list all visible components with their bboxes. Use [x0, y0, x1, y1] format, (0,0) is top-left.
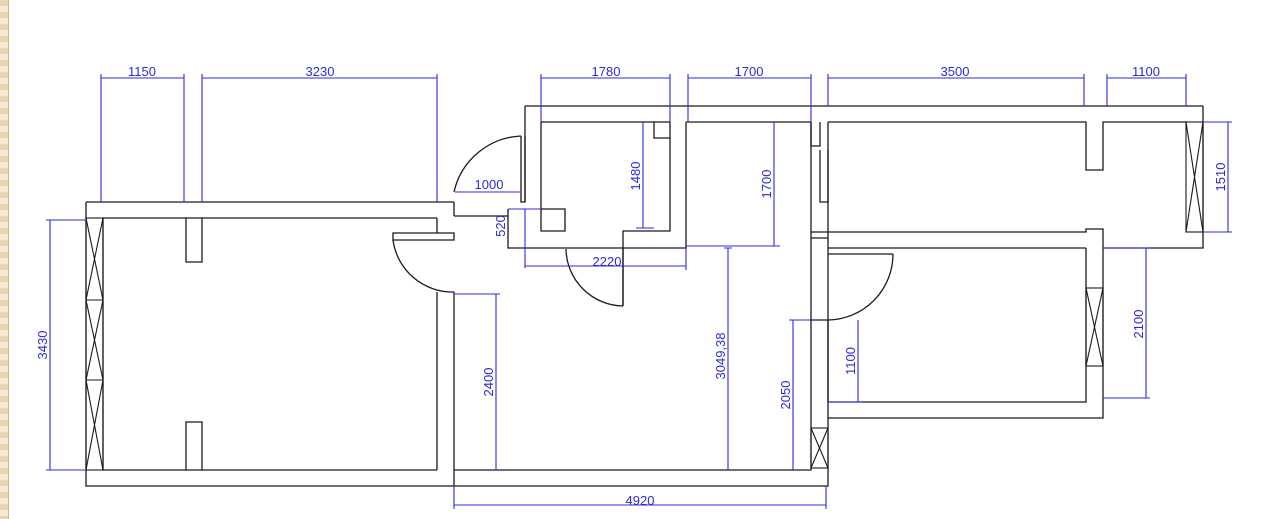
- left-room-inner-wall: [102, 202, 455, 486]
- dim-line-1100-bath: [828, 320, 862, 403]
- dim-line-2220: [525, 248, 687, 270]
- windows: [85, 121, 1204, 471]
- dim-label-2100: 2100: [1131, 310, 1146, 339]
- dim-label-520: 520: [493, 215, 508, 237]
- dim-line-1700-vertical: [686, 122, 780, 247]
- dim-line-top-1100: [1106, 74, 1187, 106]
- hallway-partition-stub: [810, 122, 829, 203]
- dim-label-top-3230: 3230: [306, 64, 335, 79]
- dim-line-3430: [46, 219, 86, 471]
- dim-line-1510: [1203, 121, 1232, 233]
- dim-label-2220: 2220: [593, 254, 622, 269]
- dim-label-1480: 1480: [628, 162, 643, 191]
- dim-line-top-1780: [540, 74, 671, 122]
- left-room-outer-wall: [85, 201, 454, 487]
- dim-label-3430: 3430: [35, 331, 50, 360]
- right-top-window-icon: [1185, 121, 1204, 233]
- dim-line-top-3500: [827, 74, 1085, 106]
- page-edge-strip: [0, 0, 9, 519]
- dimension-lines: [46, 74, 1232, 509]
- kitchen-inner-wall: [507, 121, 811, 306]
- bath-door-swing: [827, 253, 894, 321]
- dim-line-2050: [789, 319, 811, 470]
- dim-line-top-3230: [201, 74, 438, 202]
- dim-label-top-1100: 1100: [1132, 64, 1160, 79]
- dim-label-1510: 1510: [1213, 163, 1228, 192]
- right-middle-window-icon: [1085, 287, 1104, 367]
- right-small-room-wall: [811, 237, 1086, 249]
- dim-label-2400: 2400: [481, 368, 496, 397]
- dim-line-520: [508, 208, 541, 268]
- dimension-labels: 1150 3230 1780 1700 3500 1100 1000 2220 …: [35, 64, 1228, 508]
- right-corridor-walls: [811, 106, 1204, 419]
- left-room-door-swing: [392, 232, 455, 293]
- dim-label-2050: 2050: [778, 381, 793, 410]
- dim-label-top-3500: 3500: [941, 64, 970, 79]
- dim-label-1100-bath: 1100: [843, 347, 858, 375]
- entry-door-swing: [453, 135, 526, 203]
- dim-line-top-1700: [687, 74, 812, 122]
- kitchen-door-swing: [565, 248, 624, 307]
- dim-line-top-1150: [100, 74, 185, 202]
- dim-label-top-1780: 1780: [592, 64, 621, 79]
- left-room-top-stub: [185, 218, 203, 263]
- dim-line-2100: [1103, 247, 1150, 399]
- dim-line-1480: [636, 122, 654, 229]
- dim-label-door-1000: 1000: [475, 177, 504, 192]
- dim-label-4920: 4920: [626, 493, 655, 508]
- walls: [85, 105, 1204, 487]
- left-window-icon: [85, 217, 104, 471]
- doors: [392, 135, 894, 321]
- hallway-walls: [810, 121, 1186, 320]
- bath-window-icon: [810, 427, 829, 469]
- left-room-bottom-stub: [185, 421, 203, 470]
- dim-label-3049: 3049,38: [713, 333, 728, 380]
- dim-line-4920: [453, 486, 827, 509]
- dim-label-1700-vertical: 1700: [759, 170, 774, 199]
- dim-line-2400: [454, 293, 500, 470]
- dim-line-3049: [724, 247, 732, 470]
- dim-label-top-1700: 1700: [735, 64, 764, 79]
- dim-label-top-1150: 1150: [128, 64, 156, 79]
- bottom-hall-walls: [454, 319, 829, 487]
